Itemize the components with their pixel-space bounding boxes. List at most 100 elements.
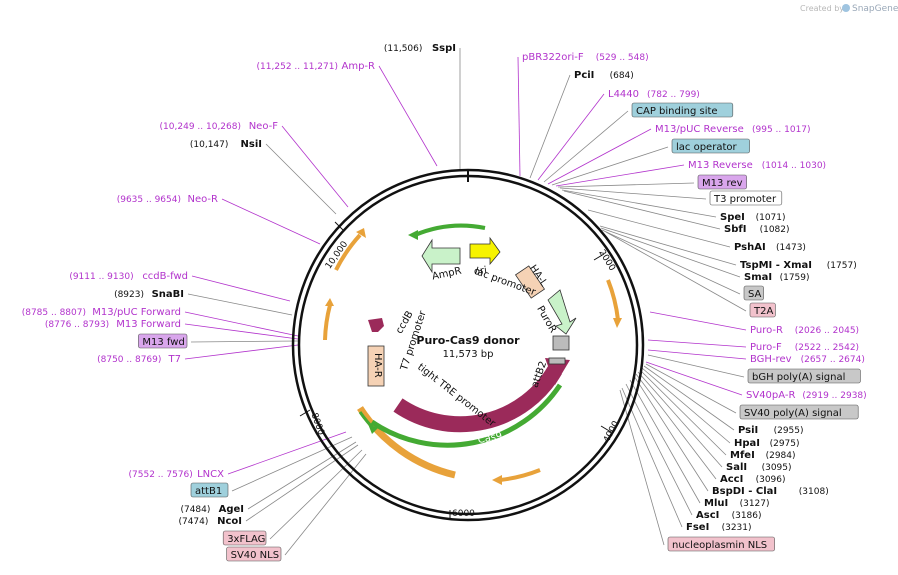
feature-ori: ori [473,265,487,278]
primer-m13-puc-reverse: M13/pUC Reverse [655,124,744,135]
plasmid-size: 11,573 bp [443,349,494,360]
coord-m13-puc-reverse: (995 .. 1017) [752,125,811,135]
enzyme-tspmi-xmai: TspMI - XmaI [740,260,812,271]
enzyme-nsii: NsiI [241,139,262,150]
feature-label-t2a: T2A [753,306,773,317]
primer-ccdb-fwd: ccdB-fwd [142,271,188,282]
coord-sali: (3095) [762,463,792,473]
enzyme-snabi: SnaBI [152,289,184,300]
tick-marks [299,170,612,520]
coord-agei: (7484) [180,505,210,515]
primer-m13-forward: M13 Forward [116,319,181,330]
enzyme-asci: AscI [696,510,719,521]
primer-neo-r: Neo-R [188,194,219,205]
primer-bgh-rev: BGH-rev [750,354,792,365]
enzyme-mfei: MfeI [730,450,755,461]
enzyme-agei: AgeI [219,504,244,515]
primer-pbr322ori-f: pBR322ori-F [522,52,584,63]
coord-smai: (1759) [780,273,810,283]
primer-puro-f: Puro-F [750,342,782,353]
primer-puro-r: Puro-R [750,325,783,336]
feature-label-nucleoplasmin-nls: nucleoplasmin NLS [672,540,767,551]
primer-lncx: LNCX [197,469,224,480]
feature-ampr: AmpR [431,266,463,283]
coord-amp-r: (11,252 .. 11,271) [257,62,338,72]
feature-label-sv40-nls: SV40 NLS [231,550,280,561]
enzyme-sspi: SspI [432,43,456,54]
coord-neo-r: (9635 .. 9654) [117,195,181,205]
enzyme-ncoi: NcoI [217,516,242,527]
feature-label-sv40-poly-a-signal: SV40 poly(A) signal [744,408,842,419]
coord-ncoi: (7474) [178,517,208,527]
coord-bspdi-clai: (3108) [799,487,829,497]
enzyme-hpai: HpaI [734,438,760,449]
primer-amp-r: Amp-R [342,61,376,72]
coord-asci: (3186) [732,511,762,521]
external-labels: SspI (11,506) Amp-R (11,252 .. 11,271) Neo-F… [22,43,867,562]
enzyme-fsei: FseI [686,522,709,533]
enzyme-acci: AccI [720,474,743,485]
credit-text: Created by [800,4,844,13]
coord-nsii: (10,147) [190,140,229,150]
inner-features [358,223,577,448]
feature-label-lac-operator: lac operator [676,142,737,153]
enzyme-smai: SmaI [744,272,772,283]
coord-l4440: (782 .. 799) [647,90,700,100]
coord-puro-f: (2522 .. 2542) [795,343,859,353]
coord-pcii: (684) [610,71,634,81]
coord-sbfi: (1082) [760,225,790,235]
primer-t7: T7 [168,354,181,365]
coord-sv40pa-r: (2919 .. 2938) [802,391,866,401]
coord-fsei: (3231) [722,523,752,533]
feature-label-bgh-poly-a-signal: bGH poly(A) signal [752,372,845,383]
enzyme-sali: SalI [726,462,747,473]
enzyme-bspdi-clai: BspDI - ClaI [712,486,777,497]
coord-hpai: (2975) [770,439,800,449]
feature-label-sa: SA [748,289,762,300]
feature-ha-r: HA-R [372,353,383,378]
enzyme-sbfi: SbfI [724,224,746,235]
coord-puro-r: (2026 .. 2045) [795,326,859,336]
outer-feature-arrows [323,228,622,485]
coord-mfei: (2984) [766,451,796,461]
tick-label-6000: 6000 [452,509,475,519]
feature-label-attb1: attB1 [195,486,222,497]
primer-sv40pa-r: SV40pA-R [746,390,795,401]
enzyme-spei: SpeI [720,212,745,223]
coord-pbr322ori-f: (529 .. 548) [596,53,649,63]
coord-neo-f: (10,249 .. 10,268) [160,122,241,132]
coord-snabi: (8923) [114,290,144,300]
feature-label-m13-fwd: M13 fwd [142,337,184,348]
feature-label-m13-rev: M13 rev [702,178,743,189]
primer-l4440: L4440 [608,89,639,100]
coord-bgh-rev: (2657 .. 2674) [801,355,865,365]
feature-label-3xflag: 3xFLAG [227,534,265,545]
feature-cas9: Cas9 [477,431,503,446]
primer-m13-puc-forward: M13/pUC Forward [92,307,181,318]
coord-lncx: (7552 .. 7576) [129,470,193,480]
coord-t7: (8750 .. 8769) [97,355,161,365]
coord-m13-reverse: (1014 .. 1030) [762,161,826,171]
credit-brand: SnapGene [852,4,898,14]
plasmid-name: Puro-Cas9 donor [416,334,520,347]
primer-neo-f: Neo-F [249,121,279,132]
coord-pshai: (1473) [776,243,806,253]
snapgene-logo-icon [842,4,850,12]
coord-acci: (3096) [756,475,786,485]
coord-spei: (1071) [756,213,786,223]
feature-label-cap-binding-site: CAP binding site [636,106,718,117]
coord-ccdb-fwd: (9111 .. 9130) [69,272,133,282]
enzyme-mlui: MluI [704,498,728,509]
feature-label-t3-promoter: T3 promoter [713,194,777,205]
coord-m13-puc-forward: (8785 .. 8807) [22,308,86,318]
primer-m13-reverse: M13 Reverse [688,160,753,171]
coord-tspmi-xmai: (1757) [827,261,857,271]
coord-m13-forward: (8776 .. 8793) [45,320,109,330]
coord-mlui: (3127) [740,499,770,509]
coord-psii: (2955) [774,426,804,436]
enzyme-pshai: PshAI [734,242,766,253]
enzyme-pcii: PciI [574,70,594,81]
enzyme-psii: PsiI [738,425,758,436]
coord-sspi: (11,506) [384,44,423,54]
